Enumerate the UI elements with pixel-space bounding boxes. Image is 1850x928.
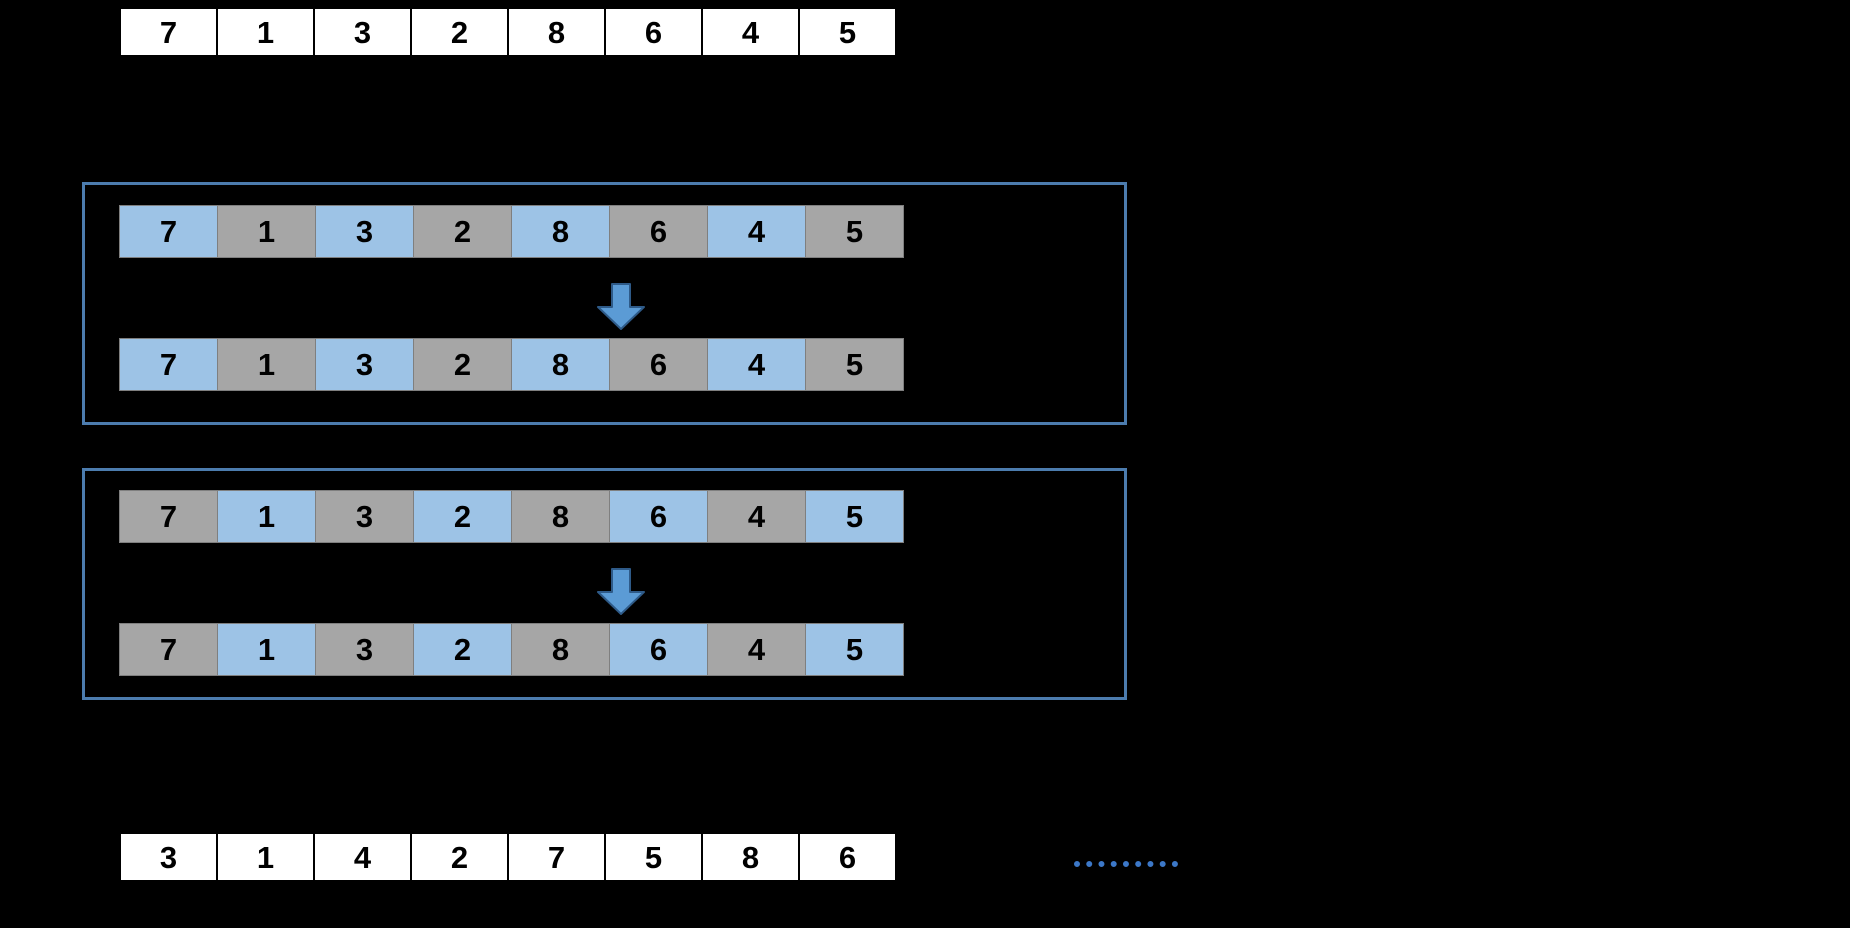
array-cell: 8 <box>511 490 610 543</box>
array-cell: 6 <box>609 338 708 391</box>
array-cell: 1 <box>217 623 316 676</box>
array-cell: 7 <box>119 623 218 676</box>
array-cell: 2 <box>413 490 512 543</box>
array-cell: 4 <box>313 832 412 882</box>
array-cell: 6 <box>609 623 708 676</box>
array-cell: 7 <box>119 490 218 543</box>
array-cell: 8 <box>511 623 610 676</box>
array-cell: 1 <box>217 205 316 258</box>
array-cell: 4 <box>707 623 806 676</box>
array-cell: 6 <box>609 490 708 543</box>
panel-even-phase <box>82 468 1127 700</box>
array-cell: 5 <box>805 205 904 258</box>
array-cell: 3 <box>315 205 414 258</box>
array-cell: 6 <box>609 205 708 258</box>
array-cell: 2 <box>410 832 509 882</box>
array-cell: 2 <box>413 338 512 391</box>
array-cell: 8 <box>511 205 610 258</box>
array-cell: 5 <box>805 623 904 676</box>
array-cell: 3 <box>315 623 414 676</box>
array-cell: 5 <box>798 7 897 57</box>
array-cell: 2 <box>413 205 512 258</box>
array-cell: 2 <box>413 623 512 676</box>
array-cell: 4 <box>707 338 806 391</box>
dotted-continuation <box>1074 861 1178 867</box>
array-cell: 3 <box>119 832 218 882</box>
panel-odd-phase <box>82 182 1127 425</box>
array-cell: 7 <box>507 832 606 882</box>
array-cell: 3 <box>315 338 414 391</box>
array-cell: 8 <box>701 832 800 882</box>
array-cell: 5 <box>805 338 904 391</box>
down-arrow-panel-1 <box>596 283 646 331</box>
array-cell: 3 <box>313 7 412 57</box>
array-cell: 5 <box>805 490 904 543</box>
array-cell: 4 <box>701 7 800 57</box>
array-cell: 1 <box>216 832 315 882</box>
array-cell: 8 <box>511 338 610 391</box>
array-cell: 7 <box>119 7 218 57</box>
array-cell: 2 <box>410 7 509 57</box>
array-cell: 1 <box>216 7 315 57</box>
array-cell: 5 <box>604 832 703 882</box>
array-cell: 7 <box>119 338 218 391</box>
array-cell: 4 <box>707 490 806 543</box>
array-cell: 6 <box>604 7 703 57</box>
array-cell: 7 <box>119 205 218 258</box>
array-cell: 4 <box>707 205 806 258</box>
array-cell: 3 <box>315 490 414 543</box>
array-cell: 1 <box>217 490 316 543</box>
array-cell: 8 <box>507 7 606 57</box>
array-cell: 6 <box>798 832 897 882</box>
array-cell: 1 <box>217 338 316 391</box>
down-arrow-panel-2 <box>596 568 646 616</box>
